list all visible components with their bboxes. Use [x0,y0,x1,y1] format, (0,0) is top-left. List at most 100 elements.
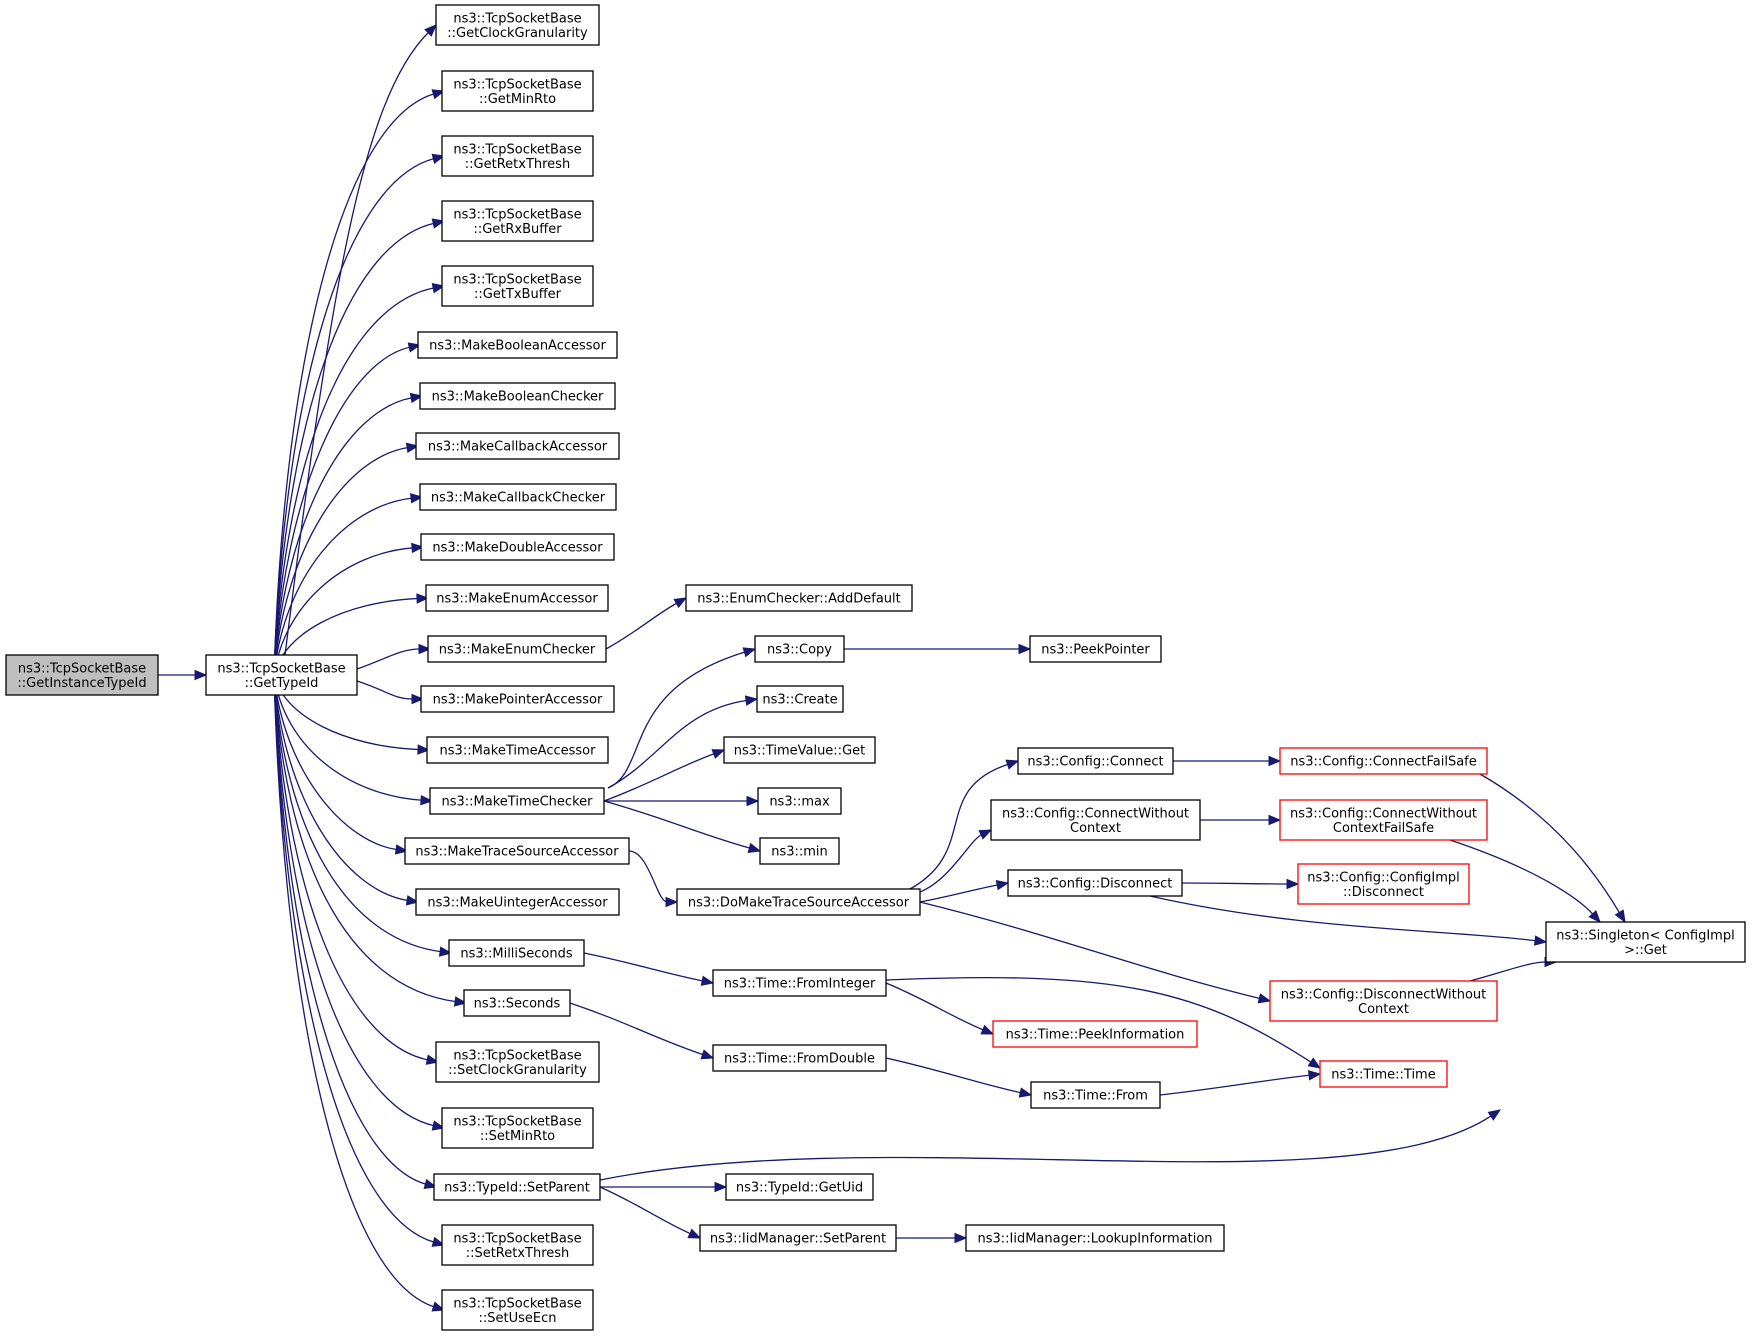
node-label-line: ::GetClockGranularity [447,26,588,41]
edge-config-disconnect-to-config-configimpl-disconnect [1181,878,1300,890]
node-setretxthresh[interactable]: ns3::TcpSocketBase::SetRetxThresh [441,1224,594,1266]
node-label-line: ns3::PeekPointer [1041,643,1150,658]
node-box [757,787,842,815]
node-makebooleanaccessor[interactable]: ns3::MakeBooleanAccessor [417,331,618,359]
edge-gettypeid-to-makeuintegeraccessor [273,674,420,906]
node-makecallbackaccessor[interactable]: ns3::MakeCallbackAccessor [415,432,620,460]
node-label-line: ns3::TcpSocketBase [18,661,146,676]
node-box [415,432,620,460]
edge-time-frominteger-to-time-peekinformation [885,982,995,1035]
node-singleton-get[interactable]: ns3::Singleton< ConfigImpl >::Get [1545,921,1746,963]
node-config-connectfailsafe[interactable]: ns3::Config::ConnectFailSafe [1279,747,1488,775]
node-min[interactable]: ns3::min [759,837,840,865]
node-time-from[interactable]: ns3::Time::From [1030,1081,1161,1109]
node-maketracesourceaccessor[interactable]: ns3::MakeTraceSourceAccessor [404,837,630,865]
node-makeenumchecker[interactable]: ns3::MakeEnumChecker [427,635,607,663]
node-label-line: ns3::Config::Connect [1027,755,1163,770]
edge-domaketracesourceaccessor-to-config-connect [909,759,1020,890]
node-domaketracesourceaccessor[interactable]: ns3::DoMakeTraceSourceAccessor [676,888,921,916]
edge-gettypeid-to-setclockgranularity [273,674,440,1065]
node-box [5,654,159,696]
node-label-line: ns3::TcpSocketBase [453,1231,581,1246]
edge-domaketracesourceaccessor-to-config-disconnect [919,879,1010,903]
node-label-line: ns3::TcpSocketBase [453,77,581,92]
node-makecallbackchecker[interactable]: ns3::MakeCallbackChecker [419,483,617,511]
node-typeid-setparent[interactable]: ns3::TypeId::SetParent [433,1173,601,1201]
node-config-connect[interactable]: ns3::Config::Connect [1017,747,1174,775]
node-label-line: ns3::MakeTimeAccessor [440,744,597,759]
node-box [1269,980,1498,1022]
node-config-disconnect[interactable]: ns3::Config::Disconnect [1007,869,1183,897]
node-label-line: ::SetMinRto [480,1129,555,1144]
node-box [429,787,605,815]
node-label-line: ::Disconnect [1343,885,1424,900]
node-typeid-getuid[interactable]: ns3::TypeId::GetUid [725,1173,874,1201]
edge-config-connectwithoutcontext-to-config-connectwithoutcontextfailsafe [1200,814,1282,826]
node-makeuintegeraccessor[interactable]: ns3::MakeUintegerAccessor [415,888,620,916]
node-milliseconds[interactable]: ns3::MilliSeconds [448,939,585,967]
node-timevalue-get[interactable]: ns3::TimeValue::Get [723,736,876,764]
node-time-time[interactable]: ns3::Time::Time [1319,1060,1448,1088]
node-getinstancetypeid[interactable]: ns3::TcpSocketBase::GetInstanceTypeId [5,654,159,696]
edge-gettypeid-to-setuseecn [273,674,446,1312]
node-label-line: ns3::MakeUintegerAccessor [427,896,608,911]
node-makeenumaccessor[interactable]: ns3::MakeEnumAccessor [425,584,609,612]
node-label-line: ns3::MakePointerAccessor [433,693,603,708]
node-maketimechecker[interactable]: ns3::MakeTimeChecker [429,787,605,815]
edge-gettypeid-to-maketracesourceaccessor [273,674,409,855]
node-label-line: ::SetUseEcn [479,1311,557,1326]
node-box [1279,799,1488,841]
node-getminrto[interactable]: ns3::TcpSocketBase::GetMinRto [441,70,594,112]
node-box [419,483,617,511]
node-peekpointer[interactable]: ns3::PeekPointer [1029,635,1162,663]
edge-gettypeid-to-seconds [273,674,468,1007]
node-maketimeaccessor[interactable]: ns3::MakeTimeAccessor [426,736,609,764]
node-gettxbuffer[interactable]: ns3::TcpSocketBase::GetTxBuffer [441,265,594,307]
node-time-peekinformation[interactable]: ns3::Time::PeekInformation [992,1020,1198,1048]
node-label-line: ns3::TcpSocketBase [453,11,581,26]
node-label-line: ns3::EnumChecker::AddDefault [697,592,900,607]
edge-gettypeid-to-makecallbackaccessor [273,442,420,676]
node-seconds[interactable]: ns3::Seconds [463,989,571,1017]
node-setclockgranularity[interactable]: ns3::TcpSocketBase::SetClockGranularity [435,1041,600,1083]
node-time-fromdouble[interactable]: ns3::Time::FromDouble [712,1044,887,1072]
node-box [699,1224,897,1252]
node-label-line: ns3::TypeId::SetParent [444,1181,590,1196]
node-label-line: ns3::Time::PeekInformation [1006,1028,1185,1043]
node-setuseecn[interactable]: ns3::TcpSocketBase::SetUseEcn [441,1289,594,1331]
node-create[interactable]: ns3::Create [756,685,844,713]
node-copy[interactable]: ns3::Copy [754,635,845,663]
node-makedoubleaccessor[interactable]: ns3::MakeDoubleAccessor [420,533,615,561]
node-label-line: ns3::DoMakeTraceSourceAccessor [688,896,910,911]
node-getrxbuffer[interactable]: ns3::TcpSocketBase::GetRxBuffer [441,200,594,242]
node-box [441,200,594,242]
node-label-line: ns3::Create [762,693,837,708]
node-label-line: ns3::MakeCallbackAccessor [428,440,608,455]
node-box [676,888,921,916]
node-box [441,1224,594,1266]
node-config-connectwithoutcontextfailsafe[interactable]: ns3::Config::ConnectWithoutContextFailSa… [1279,799,1488,841]
node-gettypeid[interactable]: ns3::TcpSocketBase::GetTypeId [205,654,358,696]
node-box [419,382,616,410]
node-box [754,635,845,663]
edge-iidmanager-setparent-to-iidmanager-lookupinformation [896,1232,968,1244]
node-getretxthresh[interactable]: ns3::TcpSocketBase::GetRetxThresh [441,135,594,177]
node-setminrto[interactable]: ns3::TcpSocketBase::SetMinRto [441,1107,594,1149]
edge-gettypeid-to-makebooleanchecker [273,392,424,676]
node-time-frominteger[interactable]: ns3::Time::FromInteger [712,969,887,997]
node-max[interactable]: ns3::max [757,787,842,815]
node-label-line: ns3::Singleton< ConfigImpl [1556,928,1734,943]
node-iidmanager-lookupinformation[interactable]: ns3::IidManager::LookupInformation [965,1224,1225,1252]
node-makebooleanchecker[interactable]: ns3::MakeBooleanChecker [419,382,616,410]
node-getclockgranularity[interactable]: ns3::TcpSocketBase::GetClockGranularity [435,4,600,46]
nodes-layer: ns3::TcpSocketBase::GetInstanceTypeIdns3… [5,4,1746,1331]
node-iidmanager-setparent[interactable]: ns3::IidManager::SetParent [699,1224,897,1252]
node-config-configimpl-disconnect[interactable]: ns3::Config::ConfigImpl::Disconnect [1297,863,1470,905]
node-enumchecker-adddefault[interactable]: ns3::EnumChecker::AddDefault [685,584,913,612]
node-label-line: ContextFailSafe [1333,821,1434,836]
node-box [1030,1081,1161,1109]
edge-seconds-to-time-fromdouble [569,1002,715,1060]
node-makepointeraccessor[interactable]: ns3::MakePointerAccessor [420,685,615,713]
